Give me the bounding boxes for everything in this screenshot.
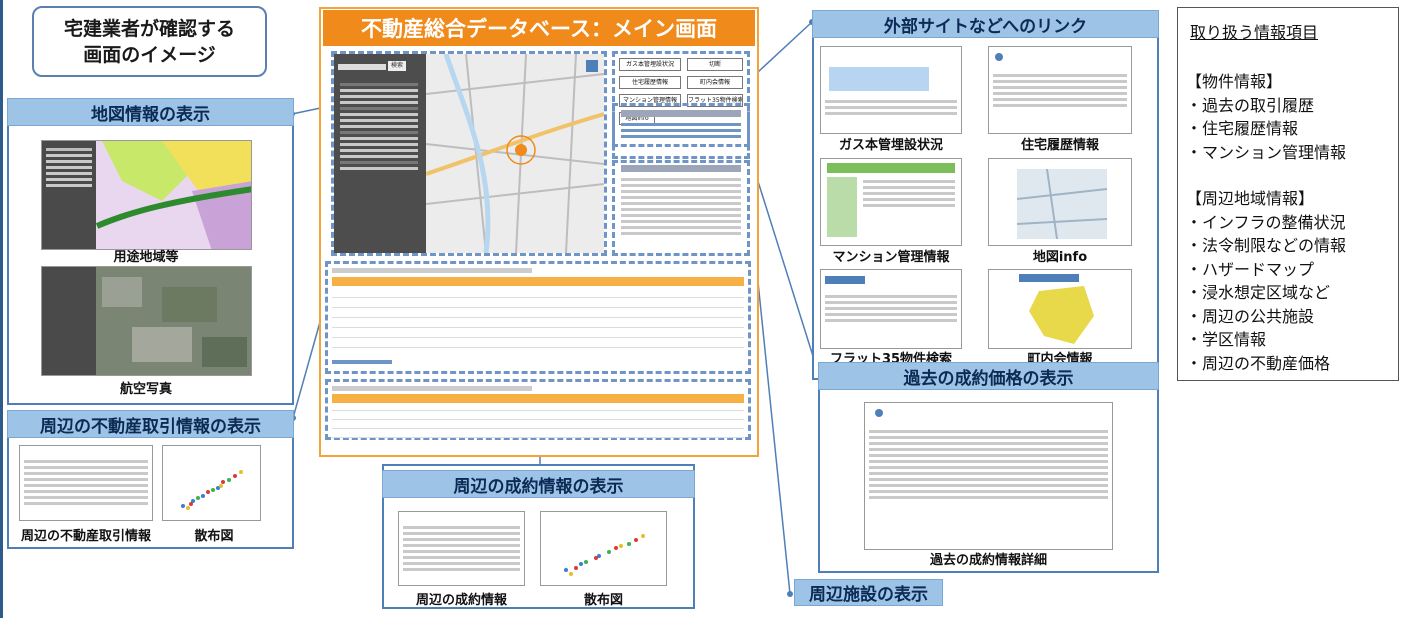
housing-history-thumbnail[interactable]	[988, 46, 1132, 134]
area-item: ・法令制限などの情報	[1186, 236, 1347, 255]
map-info-panel: 地図情報の表示 用途地域等 航空写真	[7, 98, 294, 405]
trade-scatter-thumbnail	[162, 445, 261, 521]
land-use-map-thumbnail	[41, 140, 252, 250]
area-item: ・インフラの整備状況	[1186, 212, 1346, 232]
gas-pipe-caption: ガス本管埋設状況	[838, 138, 943, 153]
aerial-photo-thumbnail	[41, 266, 252, 376]
property-item: ・過去の取引履歴	[1186, 95, 1315, 115]
trade-table-thumbnail	[19, 445, 153, 521]
aerial-photo-caption: 航空写真	[119, 382, 172, 397]
contract-table-thumbnail	[398, 511, 525, 586]
link-buttons-area: ガス本管埋設状況 切断 住宅履歴情報 町内会情報 マンション管理情報 フラット3…	[612, 51, 750, 147]
area-heading: 【周辺地域情報】	[1186, 189, 1315, 208]
area-item: ・周辺の公共施設	[1186, 306, 1315, 326]
nearby-contract-title: 周辺の成約情報の表示	[382, 470, 695, 498]
contract-scatter-thumbnail	[540, 511, 667, 586]
neighborhood-thumbnail[interactable]	[988, 269, 1132, 349]
condo-management-thumbnail[interactable]	[820, 158, 962, 246]
external-links-title: 外部サイトなどへのリンク	[812, 10, 1159, 38]
contract-table-area	[325, 379, 751, 440]
housing-history-caption: 住宅履歴情報	[1020, 138, 1099, 153]
screen-image-callout: 宅建業者が確認する 画面のイメージ	[32, 6, 267, 77]
condo-management-caption: マンション管理情報	[832, 250, 950, 265]
gas-pipe-link-button[interactable]: ガス本管埋設状況	[619, 58, 681, 71]
map-canvas[interactable]	[426, 54, 604, 253]
nearby-facilities-label: 周辺施設の表示	[794, 579, 943, 606]
past-contract-detail-thumbnail[interactable]	[864, 402, 1113, 550]
callout-line-1: 宅建業者が確認する	[63, 17, 235, 40]
past-contract-panel: 過去の成約価格の表示 過去の成約情報詳細	[818, 362, 1159, 573]
flat35-thumbnail[interactable]	[820, 269, 962, 349]
gas-pipe-thumbnail[interactable]	[820, 46, 962, 134]
trade-table-area	[325, 261, 751, 374]
price-history-area	[612, 103, 750, 159]
flat35-link-button[interactable]: フラット35物件検索	[687, 94, 743, 107]
contract-table-caption: 周辺の成約情報	[415, 593, 507, 608]
info-box-title: 取り扱う情報項目	[1190, 23, 1319, 42]
nearby-trade-title: 周辺の不動産取引情報の表示	[7, 410, 294, 438]
search-button[interactable]: 検索	[388, 61, 406, 71]
past-contract-title: 過去の成約価格の表示	[818, 362, 1159, 390]
trade-scatter-caption: 散布図	[194, 529, 234, 544]
page-left-rule	[0, 0, 3, 618]
map-area: 検索	[331, 51, 607, 256]
area-item: ・浸水想定区域など	[1186, 283, 1331, 302]
past-contract-caption: 過去の成約情報詳細	[929, 553, 1047, 568]
property-item: ・マンション管理情報	[1186, 142, 1347, 162]
callout-line-2: 画面のイメージ	[83, 43, 216, 66]
map-info-title: 地図情報の表示	[7, 98, 294, 126]
trade-table-caption: 周辺の不動産取引情報	[20, 529, 151, 544]
map-info-caption: 地図info	[1032, 250, 1088, 265]
map-sidebar: 検索	[334, 54, 426, 253]
main-screen-title: 不動産総合データベース：メイン画面	[323, 10, 755, 46]
property-item: ・住宅履歴情報	[1186, 119, 1299, 138]
external-links-panel: 外部サイトなどへのリンク ガス本管埋設状況 住宅履歴情報 マンション管理情報 地…	[812, 10, 1159, 380]
area-item: ・ハザードマップ	[1186, 259, 1315, 279]
cut-link-button[interactable]: 切断	[687, 58, 743, 71]
area-item: ・周辺の不動産価格	[1186, 353, 1331, 373]
neighborhood-link-button[interactable]: 町内会情報	[687, 76, 743, 89]
land-use-caption: 用途地域等	[113, 250, 179, 265]
property-heading: 【物件情報】	[1186, 72, 1283, 91]
condo-management-link-button[interactable]: マンション管理情報	[619, 94, 681, 107]
nearby-trade-panel: 周辺の不動産取引情報の表示 周辺の不動産取引情報 散布図	[7, 410, 294, 549]
area-item: ・学区情報	[1186, 330, 1267, 349]
info-items-box: 取り扱う情報項目 【物件情報】 ・過去の取引履歴 ・住宅履歴情報 ・マンション管…	[1177, 7, 1399, 381]
nearby-contract-panel: 周辺の成約情報の表示 周辺の成約情報 散布図	[382, 464, 695, 609]
map-info-thumbnail[interactable]	[988, 158, 1132, 246]
facilities-area	[612, 160, 750, 256]
housing-history-link-button[interactable]: 住宅履歴情報	[619, 76, 681, 89]
contract-scatter-caption: 散布図	[583, 593, 623, 608]
